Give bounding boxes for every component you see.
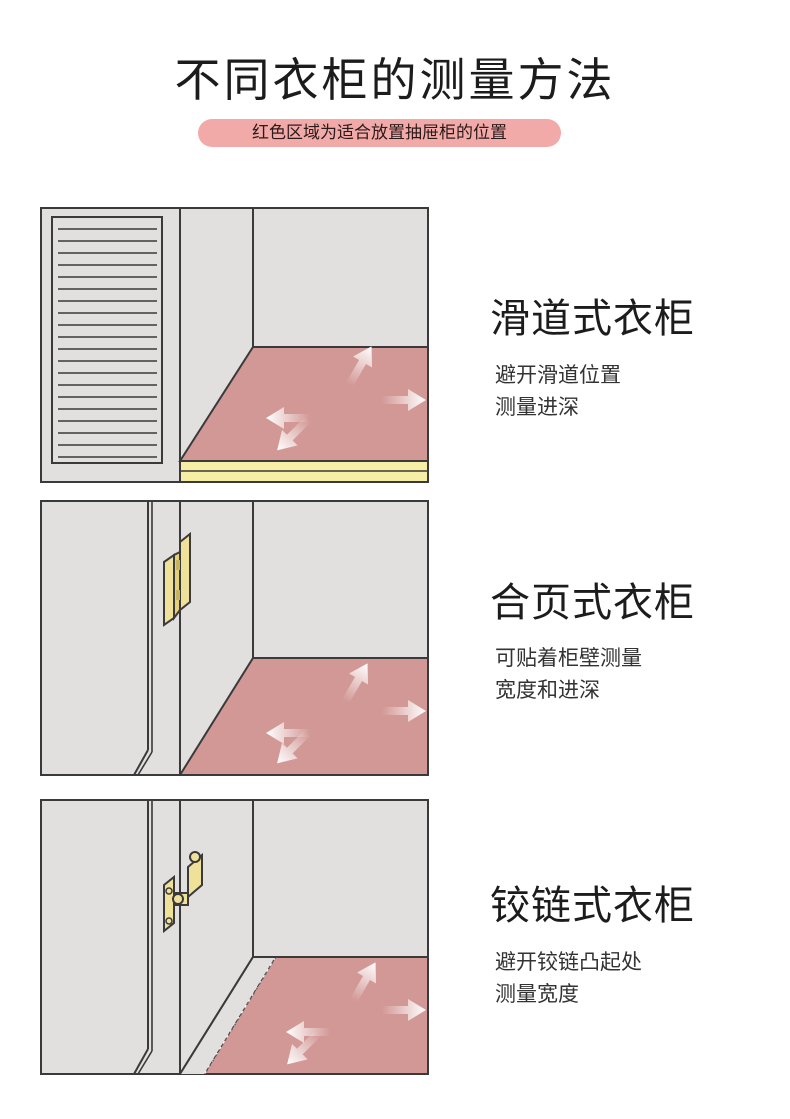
page-title: 不同衣柜的测量方法	[174, 53, 616, 107]
hinge-wardrobe-illustration	[40, 799, 430, 1076]
desc-line: 避开铰链凸起处	[495, 950, 642, 974]
desc-line: 避开滑道位置	[495, 363, 621, 387]
desc-line: 测量进深	[495, 395, 579, 419]
leaf-hinge-wardrobe-illustration	[40, 500, 430, 777]
section-title-hinge: 铰链式衣柜	[490, 883, 695, 929]
sliding-wardrobe-illustration	[40, 207, 430, 484]
section-desc-hinge: 避开铰链凸起处 测量宽度	[495, 946, 642, 1010]
info-badge: 红色区域为适合放置抽屉柜的位置	[198, 119, 561, 147]
section-title-sliding: 滑道式衣柜	[490, 296, 695, 342]
section-desc-sliding: 避开滑道位置 测量进深	[495, 359, 621, 423]
section-desc-leaf-hinge: 可贴着柜壁测量 宽度和进深	[495, 642, 642, 706]
desc-line: 可贴着柜壁测量	[495, 646, 642, 670]
desc-line: 宽度和进深	[495, 678, 600, 702]
desc-line: 测量宽度	[495, 982, 579, 1006]
section-title-leaf-hinge: 合页式衣柜	[490, 580, 695, 626]
